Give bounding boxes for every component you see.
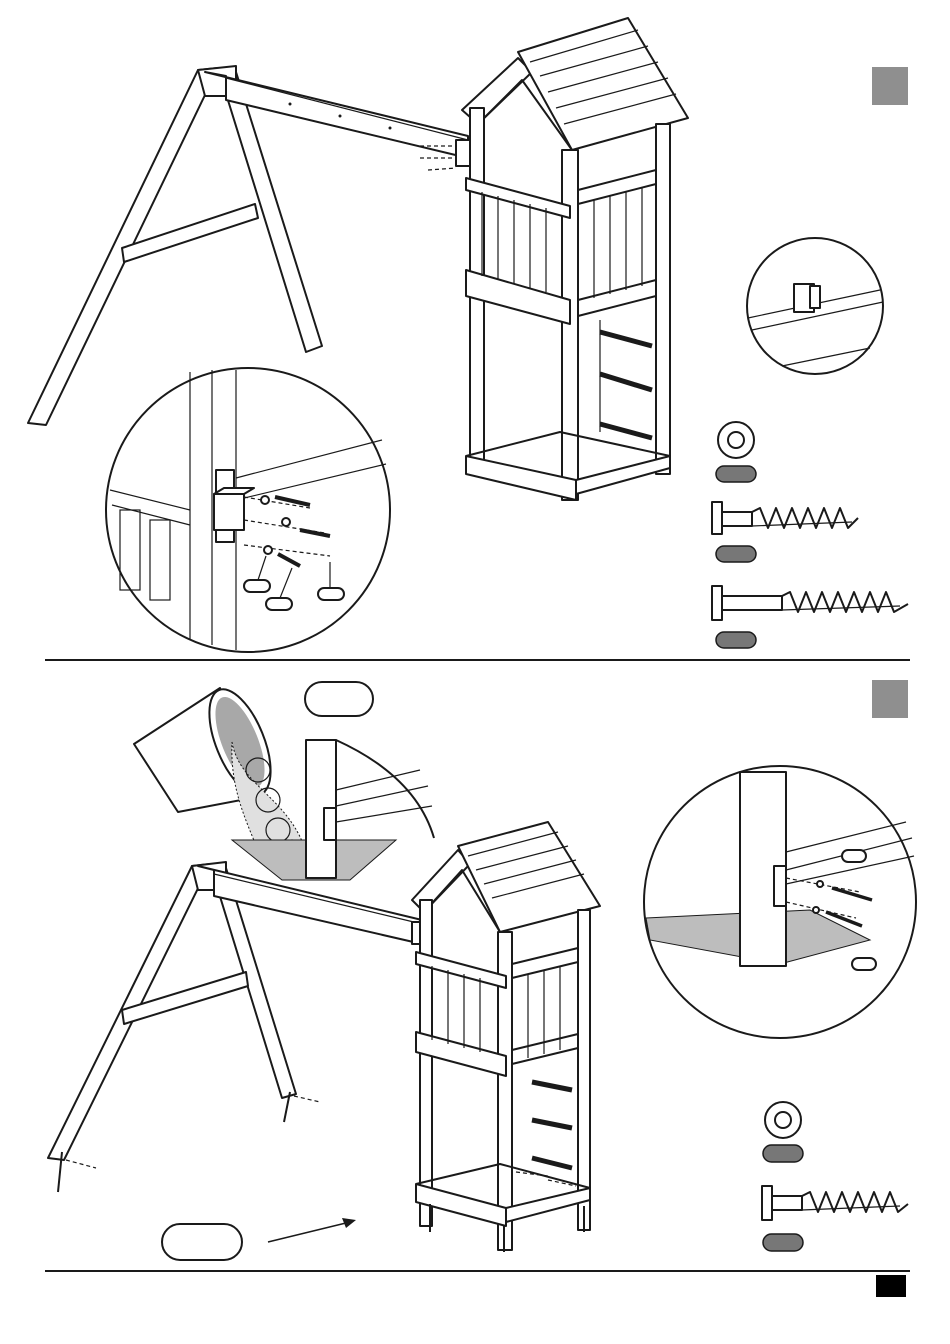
- callout-pill-bottom: [162, 1224, 242, 1260]
- detail-post-circle: [644, 766, 916, 1038]
- callout-pill-top: [305, 682, 373, 716]
- screw-icon: [762, 1186, 908, 1220]
- short-screw-icon: [712, 502, 858, 534]
- step-a-illustration: [28, 18, 908, 652]
- swing-a-frame-b: [48, 862, 426, 1192]
- arrow-icon: [268, 1218, 356, 1242]
- hardware-legend-a: [712, 422, 908, 648]
- tower-step-a: [462, 18, 688, 500]
- step-b-illustration: [48, 681, 916, 1260]
- long-screw-icon: [712, 586, 908, 620]
- detail-bracket-circle: [106, 368, 390, 652]
- tower-step-b: [412, 822, 600, 1252]
- spirit-level-icon: [747, 238, 883, 374]
- hardware-legend-b: [762, 1102, 908, 1251]
